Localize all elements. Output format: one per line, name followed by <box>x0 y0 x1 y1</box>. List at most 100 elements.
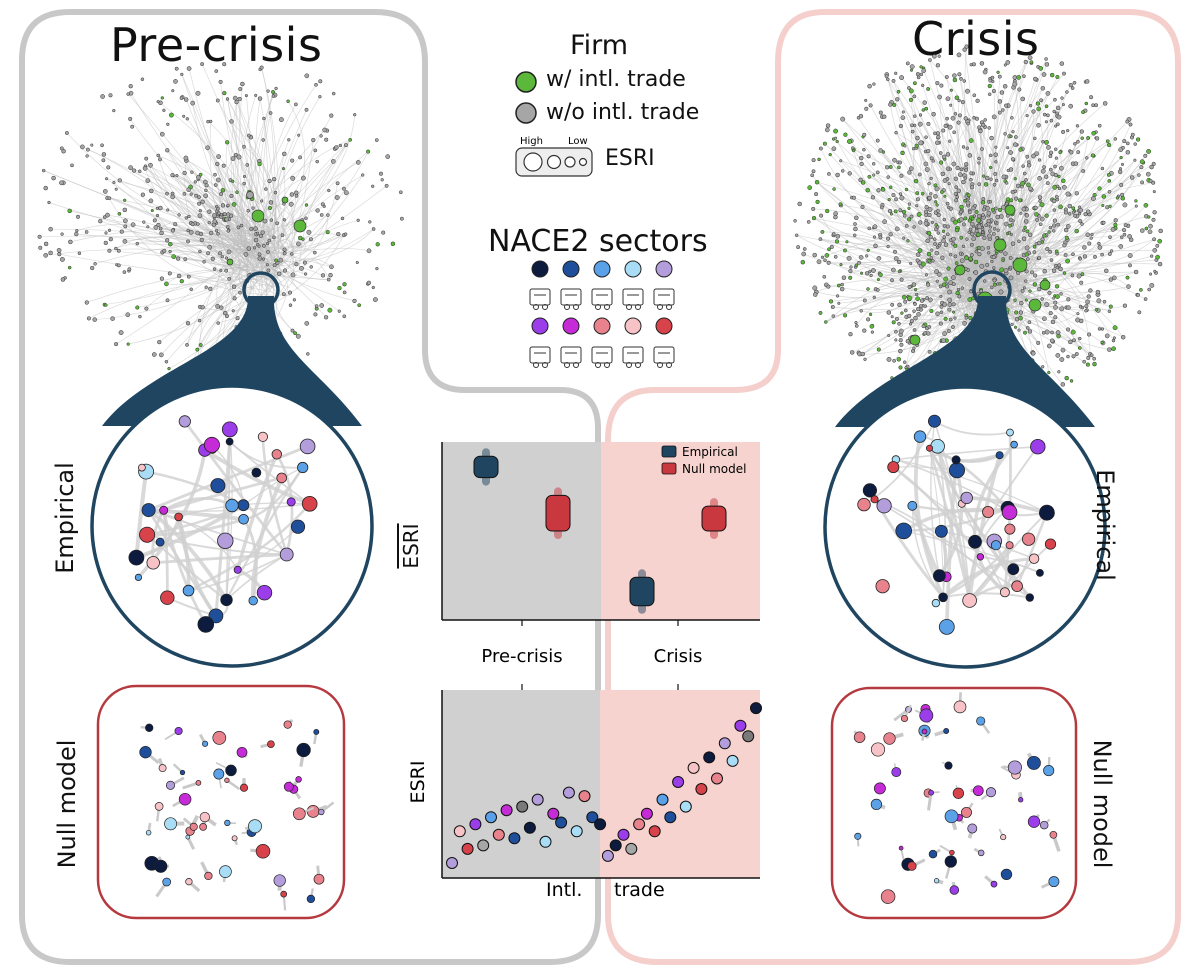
scatter-point <box>477 839 490 852</box>
scatter-point <box>516 800 529 813</box>
intl-xlabel: Intl. <box>546 879 582 901</box>
power-tower-icon <box>560 346 582 368</box>
precrisis-title: Pre-crisis <box>110 18 323 72</box>
sector-color-row2 <box>562 317 580 335</box>
scatter-point <box>601 849 614 862</box>
precrisis-empirical-network <box>128 415 318 633</box>
sector-color-row1 <box>593 260 611 278</box>
esri-size-legend: High Low <box>515 136 593 177</box>
sector-legend <box>529 260 675 368</box>
scatter-point <box>539 835 552 848</box>
crisis-empirical-network <box>857 414 1057 635</box>
esri-high-label: High <box>520 136 543 147</box>
scatter-point <box>679 800 692 813</box>
scatter-point <box>664 811 677 824</box>
svg-text:Empirical: Empirical <box>682 445 738 459</box>
sector-color-row1 <box>531 260 549 278</box>
sector-color-row2 <box>655 317 673 335</box>
scatter-point <box>609 839 622 852</box>
scatter-point <box>586 811 599 824</box>
precrisis-bg <box>442 442 601 620</box>
scatter-point <box>555 816 568 829</box>
scatter-point <box>718 737 731 750</box>
lab-icon <box>591 288 613 310</box>
svg-text:Null model: Null model <box>682 462 746 476</box>
box <box>701 505 727 532</box>
trade-xlabel: trade <box>614 879 665 901</box>
notrade-node-marker <box>515 102 537 124</box>
scatter-point <box>562 786 575 799</box>
box <box>545 494 571 532</box>
scatter-point <box>750 702 762 715</box>
transport-icon <box>622 346 644 368</box>
logistics-icon <box>591 346 613 368</box>
scatter-point <box>640 807 653 820</box>
scatter-point <box>461 842 474 855</box>
esri-ylabel: ESRI <box>407 761 429 804</box>
sector-color-row2 <box>593 317 611 335</box>
manufacturing-icon <box>560 288 582 310</box>
esri-trade-chart: ESRI Intl. trade <box>407 684 762 901</box>
firm-legend-markers <box>515 71 537 124</box>
esri-legend-label: ESRI <box>605 146 655 171</box>
scatter-point <box>617 828 630 841</box>
sectors-title: NACE2 sectors <box>488 224 708 259</box>
scatter-point <box>508 832 521 845</box>
sector-color-row1 <box>624 260 642 278</box>
esri-mean-ylabel: ESRI <box>399 523 423 569</box>
crisis-null-label: Null model <box>1088 739 1116 869</box>
scatter-point <box>742 730 755 743</box>
scatter-point <box>633 818 646 831</box>
firm-legend-title: Firm <box>570 30 628 61</box>
scatter-point <box>485 811 497 824</box>
cart-icon <box>653 288 675 310</box>
trade-node-marker <box>515 71 537 93</box>
esri-low-label: Low <box>568 136 588 147</box>
mining-icon <box>529 288 551 310</box>
sector-color-row1 <box>562 260 580 278</box>
without-trade-label: w/o intl. trade <box>546 100 700 125</box>
scatter-point <box>726 754 739 767</box>
scatter-point <box>648 825 661 838</box>
scatter-point <box>492 828 505 841</box>
with-trade-label: w/ intl. trade <box>546 67 686 92</box>
precrisis-null-network <box>96 684 346 920</box>
precrisis-null-label: Null model <box>53 739 81 869</box>
scatter-point <box>570 825 583 838</box>
xtick-label: Crisis <box>654 646 703 667</box>
scatter-point <box>523 821 536 834</box>
crisis-null-network <box>830 686 1078 920</box>
sector-color-row2 <box>624 317 642 335</box>
xtick-label: Pre-crisis <box>481 646 562 667</box>
scatter-point <box>469 818 482 831</box>
scatter-point <box>531 793 544 806</box>
scatter-point <box>594 818 607 831</box>
precrisis-empirical-label: Empirical <box>51 462 79 574</box>
precrisis-network <box>37 62 404 375</box>
crisis-panel-border <box>605 9 1181 965</box>
crisis-empirical-label: Empirical <box>1091 469 1119 581</box>
box <box>473 455 499 479</box>
scatter-point <box>711 772 723 785</box>
innovation-icon <box>622 288 644 310</box>
scatter-point <box>446 857 458 869</box>
scatter-point <box>578 790 591 803</box>
sector-color-row1 <box>655 260 673 278</box>
scatter-point <box>703 751 716 764</box>
scatter-point <box>734 719 747 732</box>
crisis-bg <box>601 442 760 620</box>
scatter-point <box>500 804 513 817</box>
scatter-point <box>625 842 638 855</box>
sector-color-row2 <box>531 317 549 335</box>
scatter-point <box>695 783 708 795</box>
scatter-point <box>453 825 466 838</box>
services-icon <box>529 346 551 368</box>
scatter-point <box>656 793 669 806</box>
scatter-point <box>672 776 685 788</box>
delivery-truck-icon <box>653 346 675 368</box>
scatter-point <box>687 761 700 774</box>
